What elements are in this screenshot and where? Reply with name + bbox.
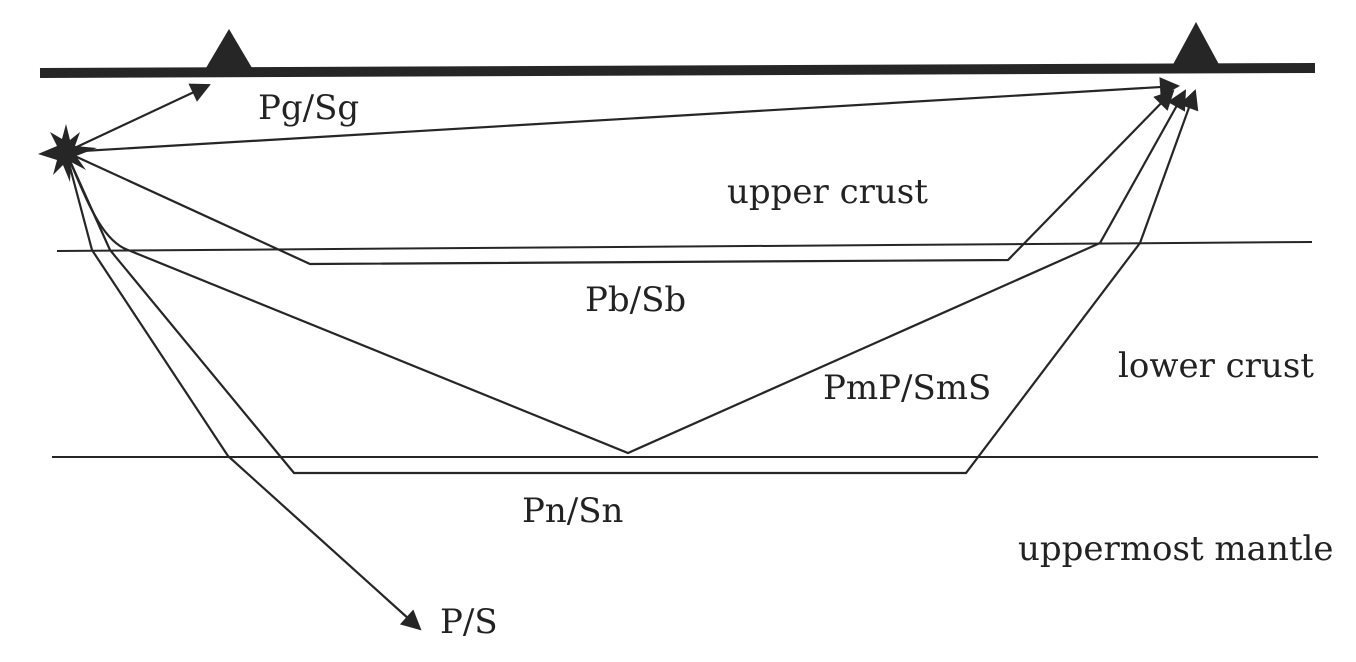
station-near-icon — [203, 29, 255, 73]
station-far-icon — [1170, 22, 1222, 70]
conrad-interface — [56, 241, 1313, 252]
label-uppermost-mantle: uppermost mantle — [1018, 529, 1334, 569]
label-direct-phase: Pg/Sg — [258, 88, 359, 128]
label-moho-head-phase: Pn/Sn — [522, 491, 623, 531]
label-conrad-head-phase: Pb/Sb — [585, 280, 686, 320]
star-burst-icon — [38, 124, 97, 182]
ray-conrad-head — [65, 89, 1175, 266]
label-lower-crust: lower crust — [1118, 346, 1314, 386]
label-moho-reflection-phase: PmP/SmS — [823, 368, 991, 408]
ray-direct-far — [65, 77, 1180, 154]
label-upper-crust: upper crust — [727, 172, 928, 212]
ray-mantle-body — [64, 151, 422, 631]
label-body-wave-phase: P/S — [440, 602, 498, 642]
ray-moho-head — [64, 89, 1199, 475]
ray-direct-near — [65, 83, 211, 153]
